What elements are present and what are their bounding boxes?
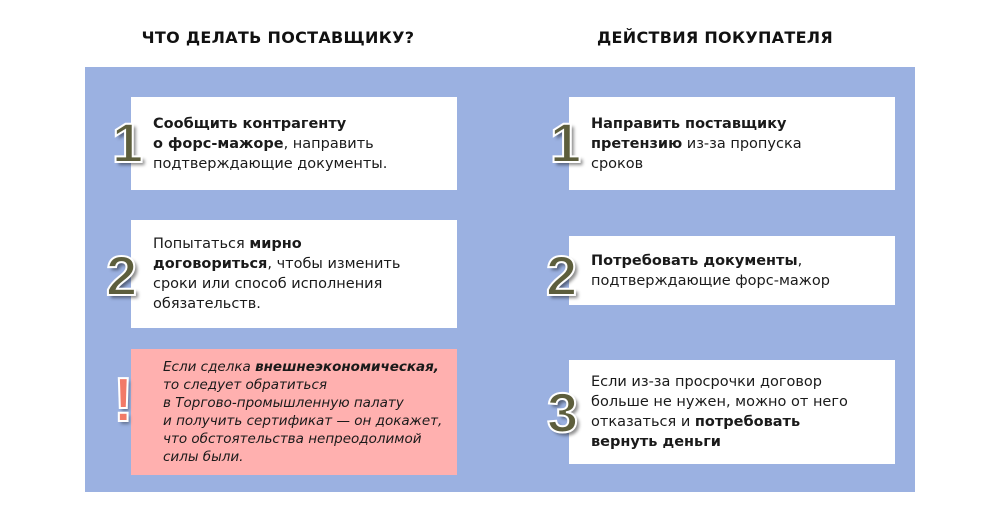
number-2-icon: 2 [545, 244, 578, 307]
step-text: , направить [283, 135, 374, 152]
supplier-step-1: Сообщить контрагенту о форс-мажоре, напра… [131, 97, 457, 190]
number-1-icon: 1 [111, 111, 144, 174]
number-2-icon: 2 [105, 244, 138, 307]
step-text: Направить поставщику [591, 115, 787, 132]
note-text: и получить сертификат — он докажет, [163, 413, 443, 429]
step-text: договориться [153, 256, 268, 272]
step-text: из-за пропуска [682, 135, 802, 152]
note-text: что обстоятельства непреодолимой [163, 431, 422, 447]
step-text: претензию [591, 135, 683, 152]
step-text: , чтобы изменить [267, 256, 401, 272]
step-text: о форс-мажоре [153, 135, 284, 152]
note-text: то следует обратиться [163, 377, 327, 393]
buyer-step-1: Направить поставщику претензию из-за проп… [569, 97, 895, 190]
step-text: Попытаться [153, 236, 250, 252]
number-1-icon: 1 [549, 111, 582, 174]
number-3-icon: 3 [546, 381, 579, 444]
supplier-step-2: Попытаться мирно договориться, чтобы изме… [131, 220, 457, 328]
exclamation-icon: ! [112, 366, 135, 435]
step-text: отказаться и [591, 414, 695, 430]
step-text: больше не нужен, можно от него [591, 394, 848, 410]
buyer-step-2: Потребовать документы, подтверждающие фор… [569, 236, 895, 305]
step-text: вернуть деньги [591, 434, 721, 450]
note-text: в Торгово-промышленную палату [163, 395, 404, 411]
step-text: потребовать [694, 414, 801, 430]
step-text: Сообщить контрагенту [153, 115, 347, 132]
step-text: мирно [249, 236, 302, 252]
right-heading: ДЕЙСТВИЯ ПОКУПАТЕЛЯ [596, 28, 834, 47]
step-text: подтверждающие форс-мажор [591, 272, 830, 289]
step-text: , [797, 252, 803, 269]
note-text: силы были. [163, 449, 244, 465]
left-heading: ЧТО ДЕЛАТЬ ПОСТАВЩИКУ? [141, 28, 415, 47]
note-text: Если сделка [163, 359, 256, 375]
step-text: Потребовать документы [591, 252, 798, 269]
step-text: сроков [591, 155, 644, 172]
step-text: Если из-за просрочки договор [591, 374, 822, 390]
step-text: сроки или способ исполнения [153, 276, 383, 292]
note-text: внешнеэкономическая, [255, 359, 439, 375]
buyer-step-3: Если из-за просрочки договор больше не ну… [569, 360, 895, 464]
step-text: обязательств. [153, 296, 261, 312]
step-text: подтверждающие документы. [153, 155, 388, 172]
foreign-trade-note: Если сделка внешнеэкономическая, то следу… [131, 349, 457, 475]
